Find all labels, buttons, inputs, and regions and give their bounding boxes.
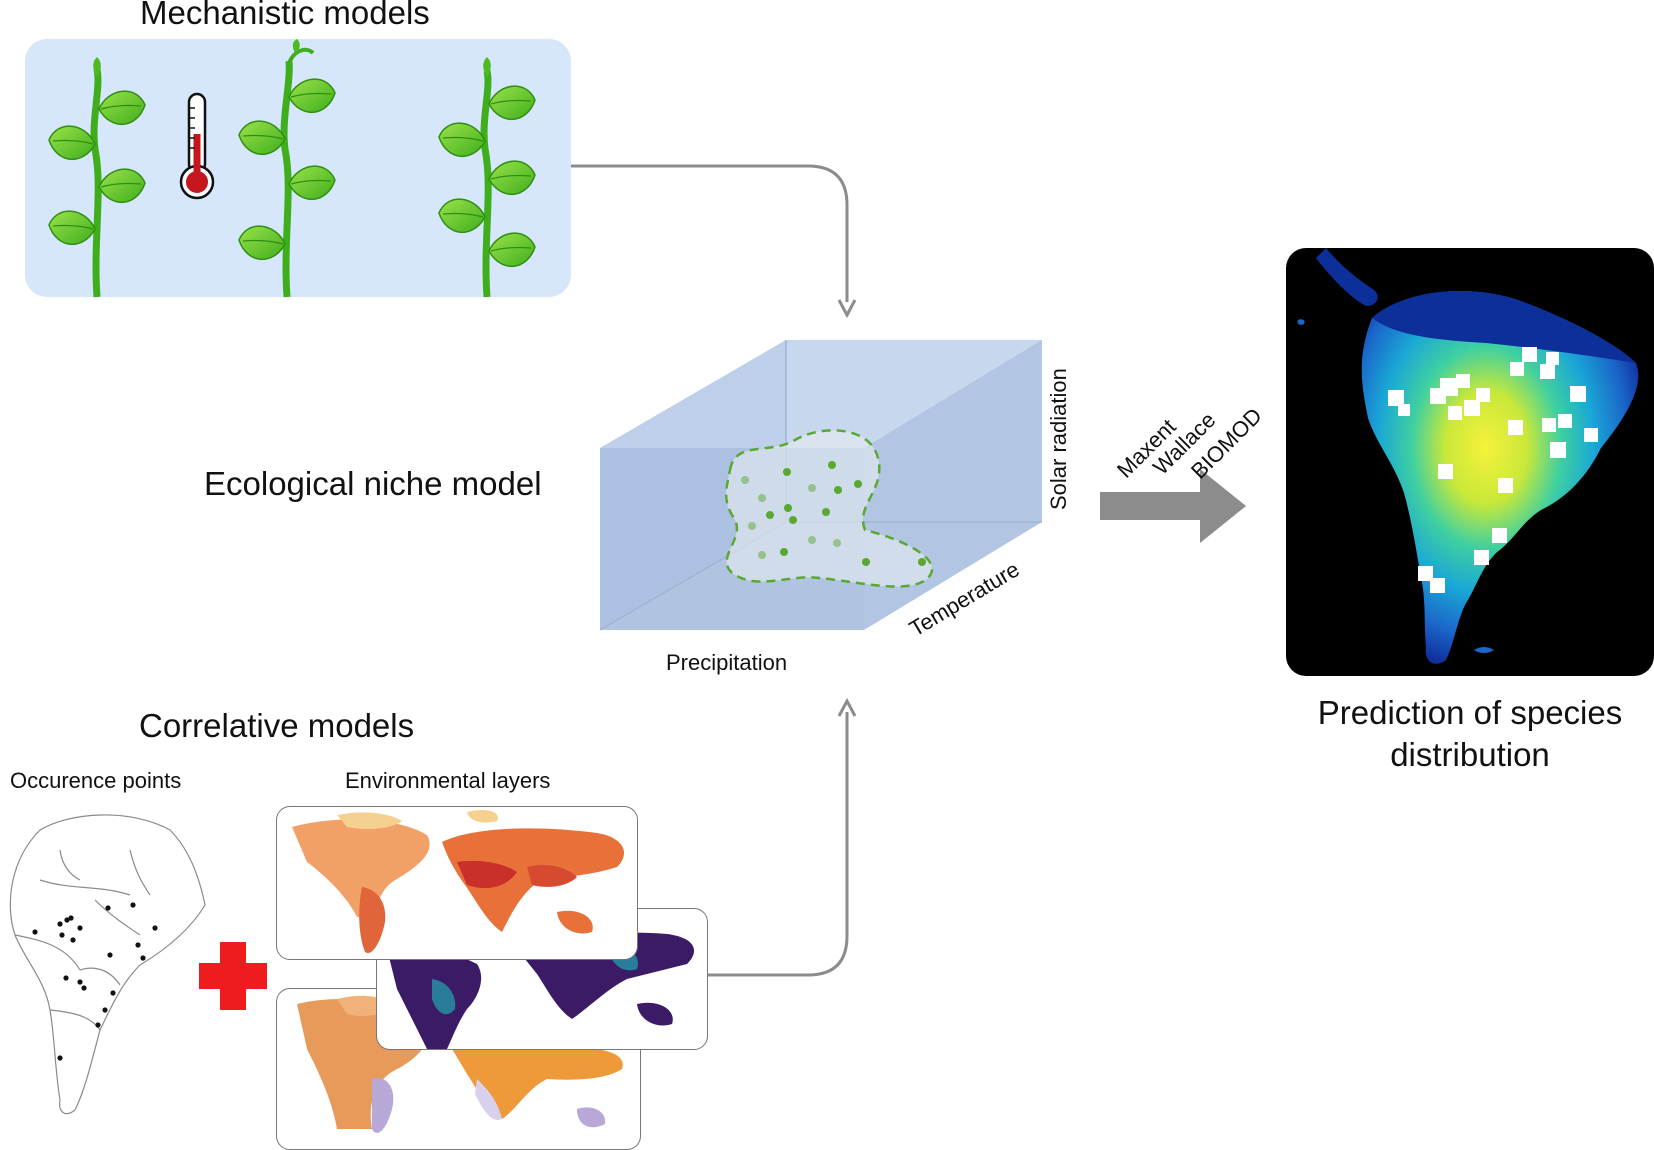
correlative-to-niche-arrow xyxy=(704,712,849,977)
environmental-layers-label: Environmental layers xyxy=(345,768,551,793)
mechanistic-to-niche-arrow xyxy=(571,164,849,302)
prediction-occurrence-squares xyxy=(1388,347,1598,593)
plant-icon xyxy=(438,57,536,298)
thermometer-icon xyxy=(179,92,215,200)
prediction-map xyxy=(1286,248,1654,676)
prediction-title-line1: Prediction of species xyxy=(1317,694,1623,731)
prediction-arrow xyxy=(1100,469,1246,543)
plant-icon xyxy=(238,39,336,298)
plus-icon xyxy=(199,942,267,1010)
mechanistic-title: Mechanistic models xyxy=(140,0,430,31)
niche-title: Ecological niche model xyxy=(204,465,542,502)
prediction-map-render xyxy=(1297,248,1639,664)
niche-region xyxy=(724,429,934,588)
occurrence-points-label: Occurence points xyxy=(10,768,182,793)
plant-icon xyxy=(48,57,146,298)
occurrence-dots xyxy=(32,902,158,1061)
prediction-title: Prediction of species distribution xyxy=(1286,692,1654,776)
prediction-title-line2: distribution xyxy=(1390,736,1550,773)
mechanistic-illustration xyxy=(48,39,536,298)
niche-points xyxy=(741,461,926,566)
environmental-layer-card-1 xyxy=(276,806,638,960)
mechanistic-panel xyxy=(25,39,571,298)
correlative-title: Correlative models xyxy=(139,707,415,744)
axis-label-precipitation: Precipitation xyxy=(666,650,788,675)
